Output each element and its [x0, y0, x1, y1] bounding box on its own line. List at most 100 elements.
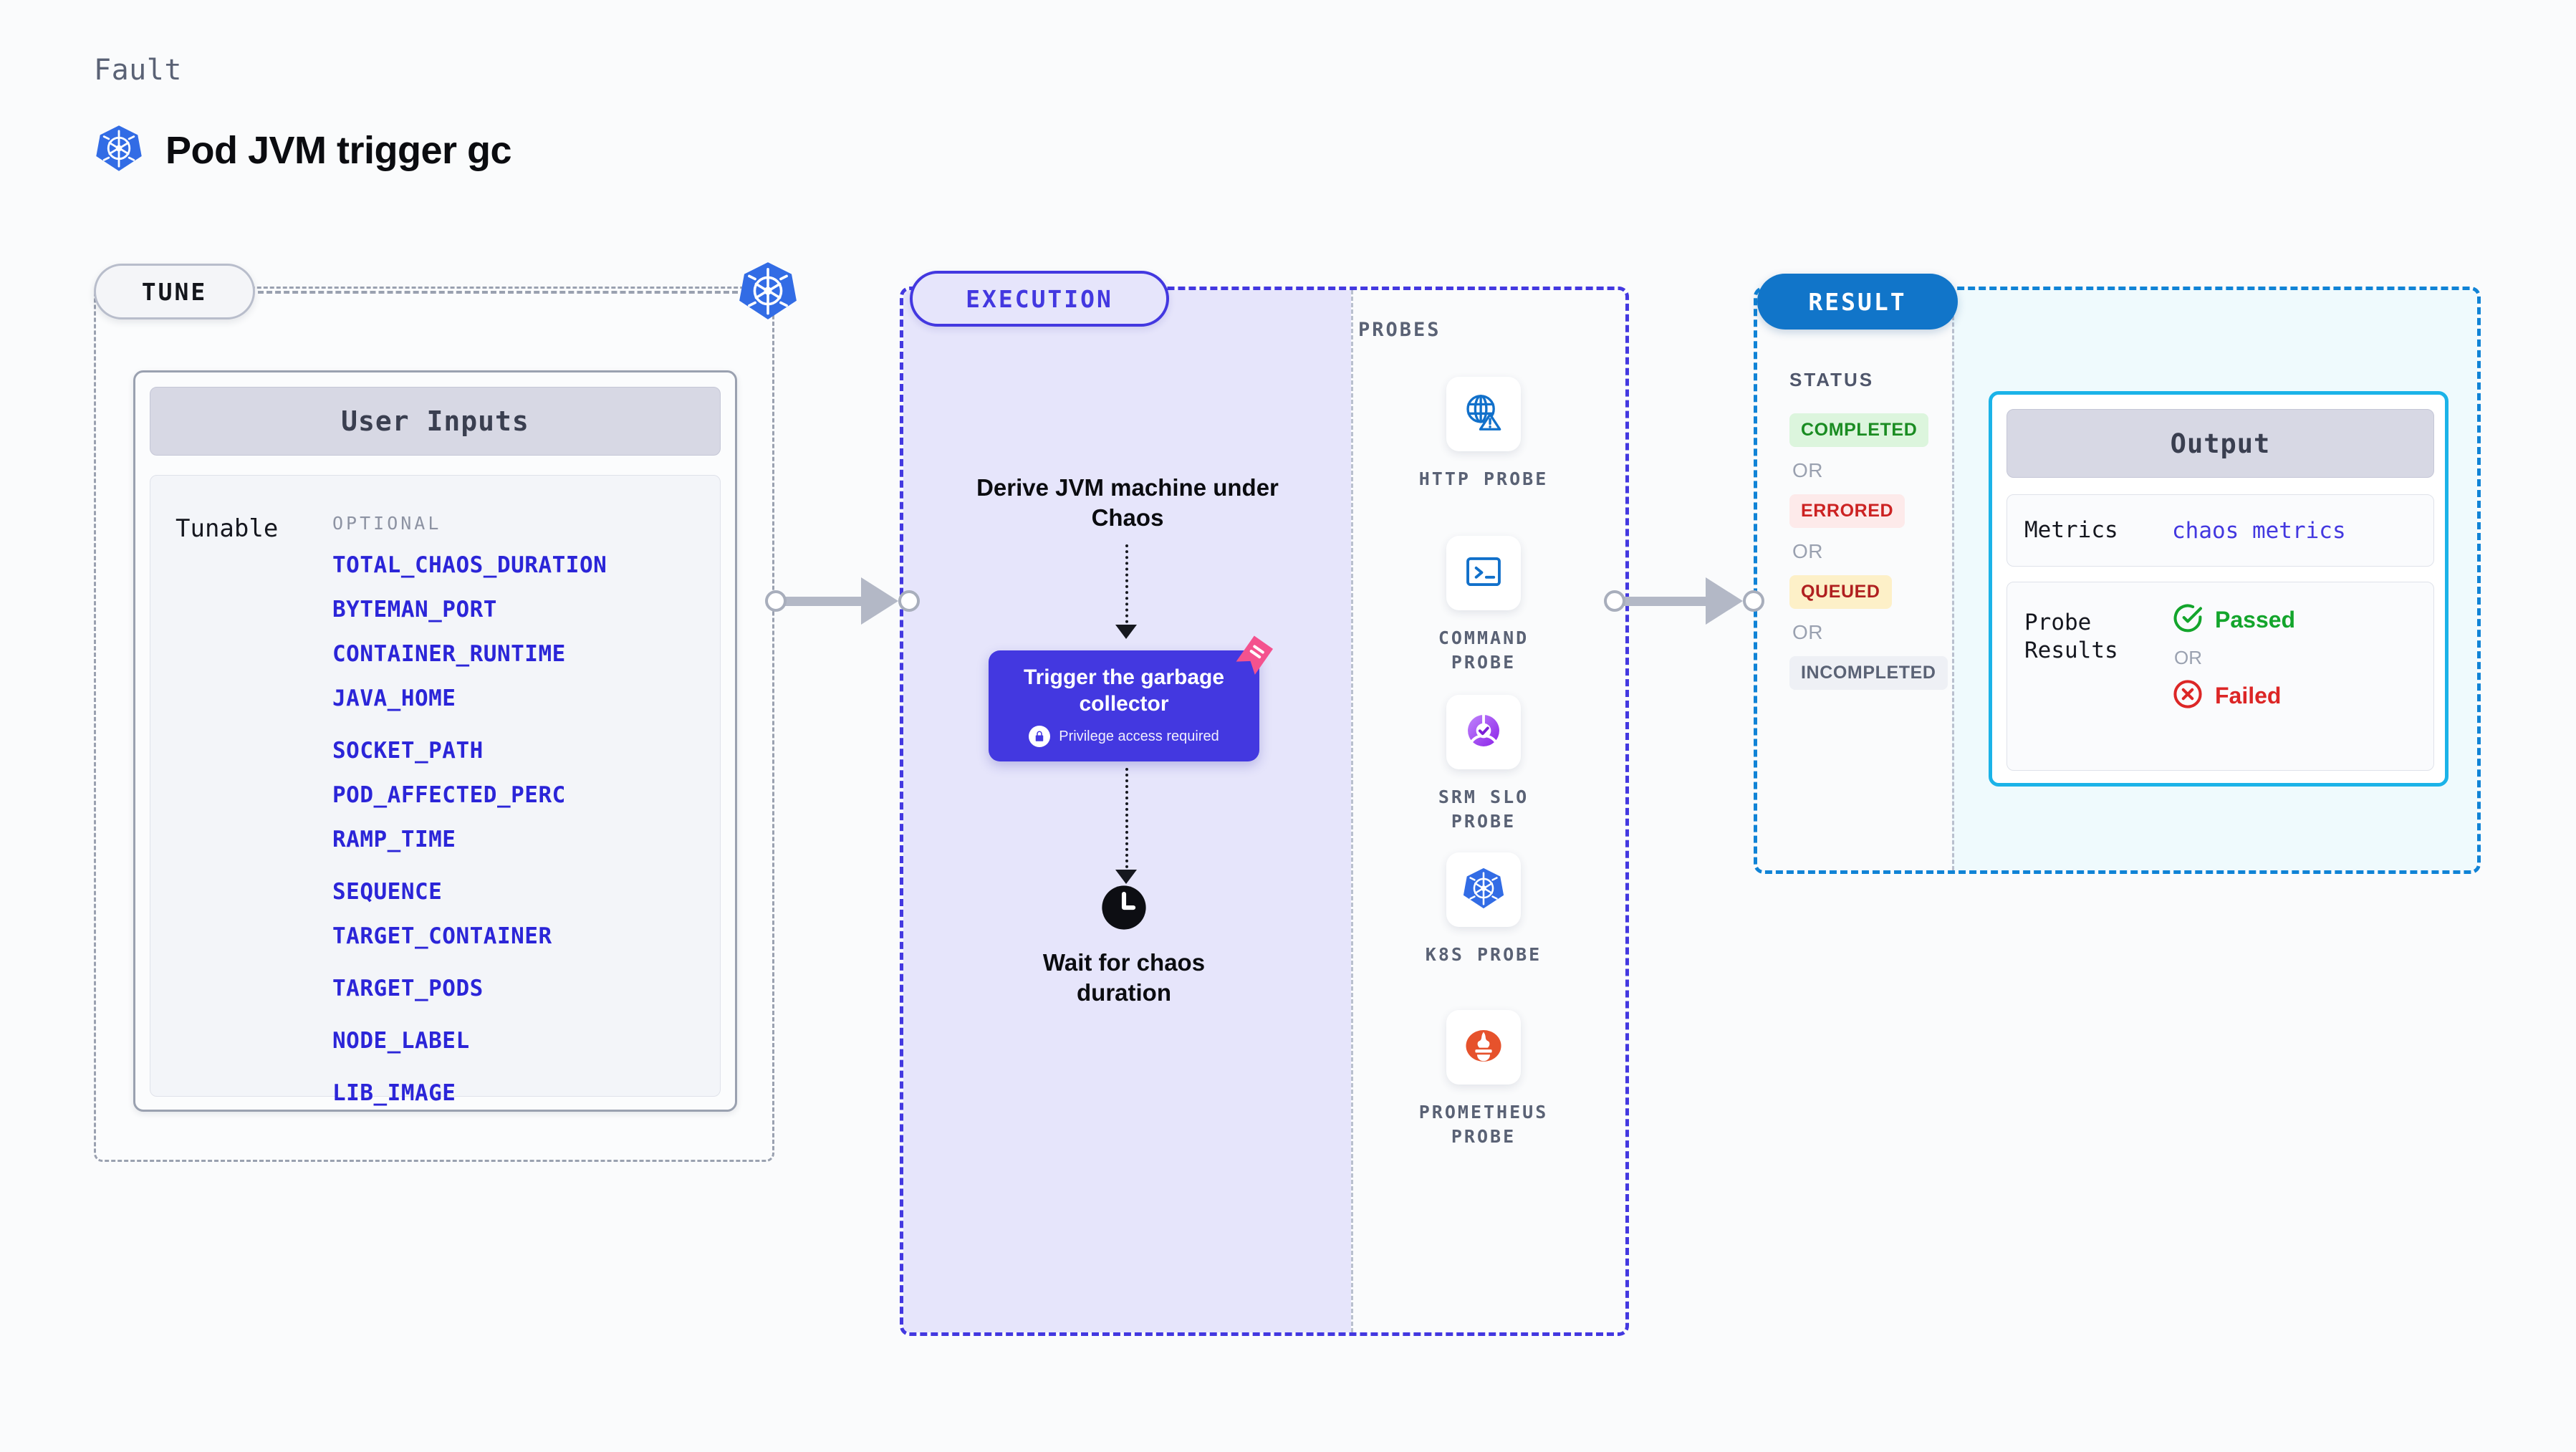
tunable-param[interactable]: NODE_LABEL	[332, 1028, 470, 1054]
flow-arrow-2	[1115, 870, 1137, 884]
wait-step-label: Wait for chaos duration	[1042, 949, 1206, 1006]
flow-line-1	[1125, 544, 1128, 629]
tunable-param[interactable]: BYTEMAN_PORT	[332, 597, 497, 622]
probe-icon-tile	[1446, 695, 1521, 769]
flow-line-2	[1125, 768, 1128, 874]
status-list: COMPLETED OR ERRORED OR QUEUED OR INCOMPLETED	[1789, 413, 1969, 690]
user-inputs-card: User Inputs Tunable OPTIONAL TOTAL_CHAOS…	[133, 370, 737, 1112]
tunable-param[interactable]: SOCKET_PATH	[332, 738, 484, 764]
tunable-param[interactable]: RAMP_TIME	[332, 827, 456, 852]
wait-step: Wait for chaos duration	[1034, 883, 1213, 1008]
status-badge: QUEUED	[1789, 575, 1892, 609]
probe-icon-tile	[1446, 536, 1521, 610]
tunable-param[interactable]: LIB_IMAGE	[332, 1080, 456, 1106]
metrics-value-link[interactable]: chaos metrics	[2172, 517, 2346, 544]
status-badge: INCOMPLETED	[1789, 656, 1948, 690]
status-or-label: OR	[1792, 621, 1823, 643]
probe-icon-tile	[1446, 377, 1521, 451]
output-header: Output	[2007, 409, 2434, 478]
probe-label: HTTP PROBE	[1418, 468, 1549, 489]
kubernetes-icon	[736, 259, 799, 326]
tunable-param[interactable]: CONTAINER_RUNTIME	[332, 641, 566, 667]
execution-panel	[900, 287, 1629, 1336]
tunable-param[interactable]: TARGET_PODS	[332, 976, 484, 1001]
tunable-param[interactable]: SEQUENCE	[332, 879, 443, 905]
connector-execution-to-result	[1604, 577, 1764, 625]
probe-results-values: Passed OR Failed	[2172, 602, 2295, 713]
connector-bar	[1624, 596, 1708, 606]
metrics-key: Metrics	[2024, 517, 2118, 544]
page-title: Pod JVM trigger gc	[165, 128, 512, 172]
user-inputs-body: Tunable OPTIONAL TOTAL_CHAOS_DURATION BYT…	[150, 475, 721, 1105]
connector-end-dot	[1743, 590, 1764, 612]
status-or-label: OR	[1792, 540, 1823, 562]
result-panel	[1754, 287, 2481, 874]
status-badge: COMPLETED	[1789, 413, 1929, 447]
status-section-label: STATUS	[1789, 369, 1875, 390]
result-divider	[1952, 290, 1954, 870]
optional-column-header: OPTIONAL	[332, 513, 442, 534]
flow-arrow-1	[1115, 625, 1137, 639]
probe-result-passed: Passed	[2172, 602, 2295, 638]
check-circle-icon	[2172, 602, 2203, 638]
connector-bar	[785, 596, 864, 606]
status-badge-row: INCOMPLETED	[1789, 656, 1969, 690]
probes-divider	[1351, 290, 1353, 1332]
tunable-param[interactable]: POD_AFFECTED_PERC	[332, 782, 566, 808]
clock-icon	[1099, 883, 1149, 936]
status-badge-row: COMPLETED	[1789, 413, 1969, 447]
status-badge: ERRORED	[1789, 494, 1905, 528]
page-title-row: Pod JVM trigger gc	[94, 123, 512, 177]
tunable-param[interactable]: TOTAL_CHAOS_DURATION	[332, 552, 607, 578]
status-badge-row: QUEUED	[1789, 575, 1969, 609]
connector-end-dot	[898, 590, 920, 612]
connector-tune-to-execution	[765, 577, 920, 625]
probe-icon-tile	[1446, 1010, 1521, 1085]
tunable-param[interactable]: TARGET_CONTAINER	[332, 923, 552, 949]
probe-label: COMMAND PROBE	[1438, 628, 1529, 673]
tunable-param[interactable]: JAVA_HOME	[332, 686, 456, 711]
ribbon-badge-icon	[1227, 632, 1279, 687]
probe-label: K8S PROBE	[1425, 944, 1542, 965]
tune-badge[interactable]: TUNE	[94, 264, 255, 319]
page-eyebrow: Fault	[94, 54, 182, 87]
trigger-gc-title: Trigger the garbage collector	[1023, 665, 1225, 716]
probe-label: PROMETHEUS PROBE	[1418, 1102, 1549, 1147]
probe-item[interactable]: K8S PROBE	[1408, 852, 1559, 967]
probes-section-label: PROBES	[1358, 319, 1441, 341]
execution-badge[interactable]: EXECUTION	[910, 271, 1169, 327]
user-inputs-header: User Inputs	[150, 387, 721, 456]
probe-label: SRM SLO PROBE	[1438, 787, 1529, 832]
result-badge[interactable]: RESULT	[1757, 274, 1958, 330]
connector-arrowhead	[1706, 577, 1743, 625]
terminal-icon	[1461, 549, 1506, 597]
probe-icon-tile	[1446, 852, 1521, 927]
probe-passed-label: Passed	[2215, 607, 2296, 633]
x-circle-icon	[2172, 678, 2203, 713]
lock-icon	[1029, 726, 1051, 748]
privilege-note-text: Privilege access required	[1059, 728, 1219, 744]
probe-or-label: OR	[2174, 647, 2202, 668]
probe-item[interactable]: HTTP PROBE	[1408, 377, 1559, 491]
globe-warning-icon	[1461, 390, 1506, 438]
kubernetes-icon	[1461, 866, 1506, 914]
probes-fill	[1351, 290, 1625, 1332]
probe-item[interactable]: COMMAND PROBE	[1408, 536, 1559, 675]
probe-item[interactable]: SRM SLO PROBE	[1408, 695, 1559, 834]
status-badge-row: ERRORED	[1789, 494, 1969, 528]
tunable-row-label: Tunable	[176, 514, 279, 543]
status-or-label: OR	[1792, 459, 1823, 481]
trigger-gc-card[interactable]: Trigger the garbage collector Privilege …	[989, 650, 1259, 761]
probe-item[interactable]: PROMETHEUS PROBE	[1408, 1010, 1559, 1149]
prometheus-flame-icon	[1461, 1024, 1506, 1072]
kubernetes-icon	[94, 123, 144, 177]
connector-start-dot	[1604, 590, 1625, 612]
connector-arrowhead	[861, 577, 898, 625]
probe-failed-label: Failed	[2215, 683, 2282, 708]
execution-step-derive: Derive JVM machine under Chaos	[976, 474, 1279, 532]
gauge-check-icon	[1461, 708, 1506, 756]
